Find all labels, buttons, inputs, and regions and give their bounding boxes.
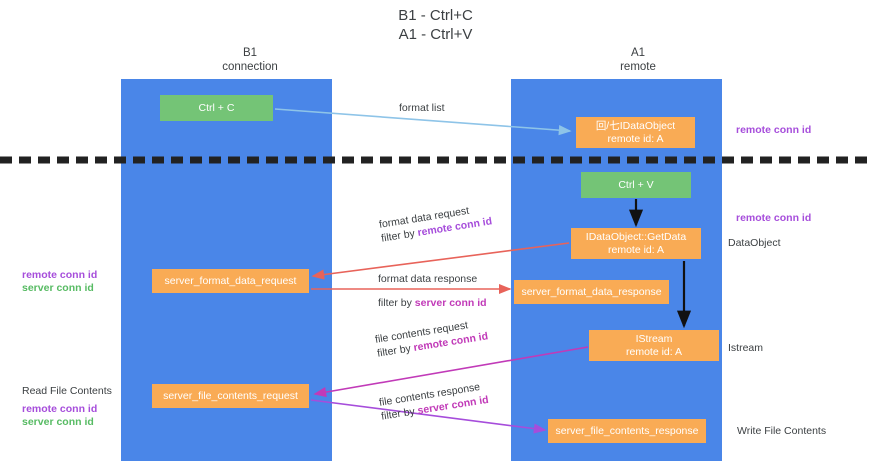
node-idataobject-sub: remote id: A xyxy=(607,132,664,145)
node-ctrl-v[interactable]: Ctrl + V xyxy=(581,172,691,198)
node-ctrl-c[interactable]: Ctrl + C xyxy=(160,95,273,121)
node-idataobject-getdata[interactable]: IDataObject::GetData remote id: A xyxy=(571,228,701,259)
arrow-format-list xyxy=(274,108,572,136)
edge-label-format-data-response-filter: filter by server conn id xyxy=(378,296,487,310)
annotation-istream: Istream xyxy=(728,342,764,354)
node-server-format-data-request[interactable]: server_format_data_request xyxy=(152,269,309,293)
annotation-left-remote-conn-id-2: remote conn id xyxy=(22,403,98,415)
annotation-remote-conn-id-top: remote conn id xyxy=(736,124,812,136)
arrow-format-data-request xyxy=(311,242,570,280)
title-line-1: B1 - Ctrl+C xyxy=(398,7,473,24)
edge-label-format-data-response-text: format data response xyxy=(378,273,478,285)
node-istream-sub: remote id: A xyxy=(625,345,683,358)
node-server-file-contents-response[interactable]: server_file_contents_response xyxy=(548,419,706,443)
annotation-left-remote-conn-id: remote conn id xyxy=(22,269,98,281)
edge-label-format-list: format list xyxy=(399,101,445,115)
node-server-format-data-response[interactable]: server_format_data_response xyxy=(514,280,669,304)
annotation-left-server-conn-id: server conn id xyxy=(22,282,94,294)
arrow-file-contents-request xyxy=(313,346,589,398)
lane-header-a1: A1 remote xyxy=(548,46,728,74)
node-ctrl-c-label: Ctrl + C xyxy=(198,101,235,114)
edge-label-format-data-response: format data response filter by server co… xyxy=(378,272,487,310)
node-istream[interactable]: IStream remote id: A xyxy=(589,330,719,361)
edge-label-format-list-text: format list xyxy=(399,102,445,114)
lane-header-a1-role: remote xyxy=(620,61,656,73)
node-idataobject[interactable]: 回/七IDataObject remote id: A xyxy=(576,117,695,148)
node-server-file-contents-request-label: server_file_contents_request xyxy=(163,389,298,402)
node-server-format-data-response-label: server_format_data_response xyxy=(521,285,662,298)
filter-key-server-conn-id: server conn id xyxy=(414,297,487,309)
title-line-2: A1 - Ctrl+V xyxy=(398,26,473,43)
annotation-read-file-contents: Read File Contents xyxy=(22,385,112,397)
diagram-title: B1 - Ctrl+C A1 - Ctrl+V xyxy=(0,6,871,44)
annotation-dataobject: DataObject xyxy=(728,237,781,249)
node-getdata-sub: remote id: A xyxy=(607,243,665,256)
node-idataobject-label: 回/七IDataObject xyxy=(595,119,676,132)
lane-header-b1-name: B1 xyxy=(242,47,258,59)
filter-prefix: filter by xyxy=(378,297,415,309)
annotation-left-server-conn-id-2: server conn id xyxy=(22,416,94,428)
node-ctrl-v-label: Ctrl + V xyxy=(618,178,654,191)
node-server-format-data-request-label: server_format_data_request xyxy=(164,274,297,287)
annotation-write-file-contents: Write File Contents xyxy=(737,425,827,437)
lane-header-b1-role: connection xyxy=(222,61,278,73)
arrow-file-contents-response xyxy=(310,399,547,434)
annotation-remote-conn-id-mid: remote conn id xyxy=(736,212,812,224)
lane-header-b1: B1 connection xyxy=(150,46,350,74)
node-getdata-label: IDataObject::GetData xyxy=(585,230,687,243)
node-istream-label: IStream xyxy=(635,332,673,345)
lane-header-a1-name: A1 xyxy=(630,47,646,59)
node-server-file-contents-request[interactable]: server_file_contents_request xyxy=(152,384,309,408)
node-server-file-contents-response-label: server_file_contents_response xyxy=(555,424,699,437)
